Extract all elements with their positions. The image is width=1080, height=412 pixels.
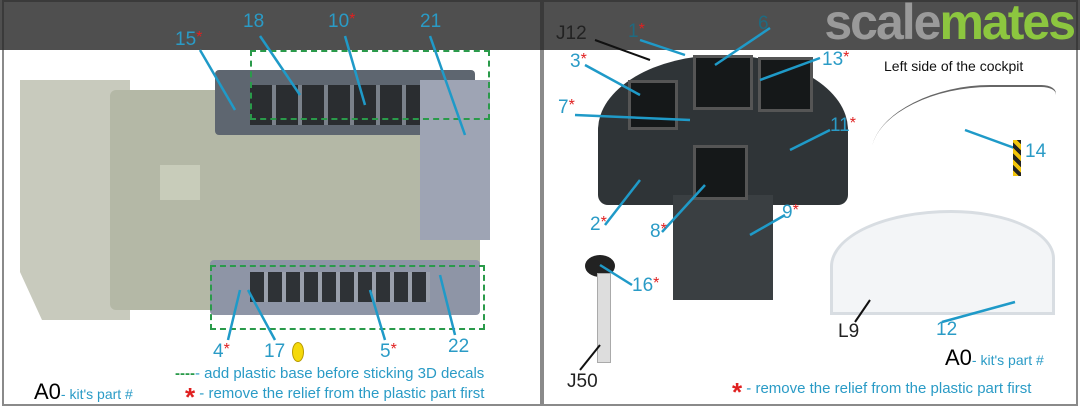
callout-13: 13*: [822, 49, 850, 70]
callout-16: 16*: [632, 275, 660, 296]
callout-J12: J12: [556, 23, 587, 44]
callout-4: 4*: [213, 341, 230, 362]
canopy-image: [830, 210, 1055, 315]
callout-9: 9*: [782, 202, 799, 223]
callout-21: 21: [420, 11, 442, 32]
callout-12: 12: [936, 319, 958, 340]
callout-6: 6: [758, 13, 769, 34]
callout-17: 17: [264, 341, 286, 362]
callout-8: 8*: [650, 221, 667, 242]
cockpit-tub-image: [20, 50, 490, 330]
callout-7: 7*: [558, 97, 575, 118]
callout-11: 11*: [830, 115, 856, 136]
legend-star-right: * - remove the relief from the plastic p…: [732, 377, 1032, 407]
part-code-legend: A0- kit's part #: [34, 379, 133, 404]
callout-1: 1*: [628, 21, 645, 42]
callout-10: 10*: [328, 11, 356, 32]
yellow-marker: [292, 342, 304, 362]
legend-dashed: ----- add plastic base before sticking 3…: [175, 365, 485, 382]
inset-title: Left side of the cockpit: [884, 58, 1024, 74]
callout-22: 22: [448, 336, 470, 357]
callout-14: 14: [1025, 141, 1047, 162]
callout-J50: J50: [567, 371, 598, 392]
callout-2: 2*: [590, 214, 607, 235]
stick-image: [585, 255, 625, 365]
callout-15: 15*: [175, 29, 203, 50]
callout-3: 3*: [570, 51, 587, 72]
legend-star: * - remove the relief from the plastic p…: [185, 382, 485, 412]
scalemates-logo: scalemates: [824, 0, 1076, 50]
instrument-panel-image: [598, 45, 848, 300]
callout-5: 5*: [380, 341, 397, 362]
part-code-legend-right: A0- kit's part #: [945, 345, 1044, 370]
callout-L9: L9: [838, 321, 860, 342]
watermark-band: [0, 0, 1080, 50]
striped-part-icon: [1013, 140, 1021, 176]
callout-18: 18: [243, 11, 265, 32]
